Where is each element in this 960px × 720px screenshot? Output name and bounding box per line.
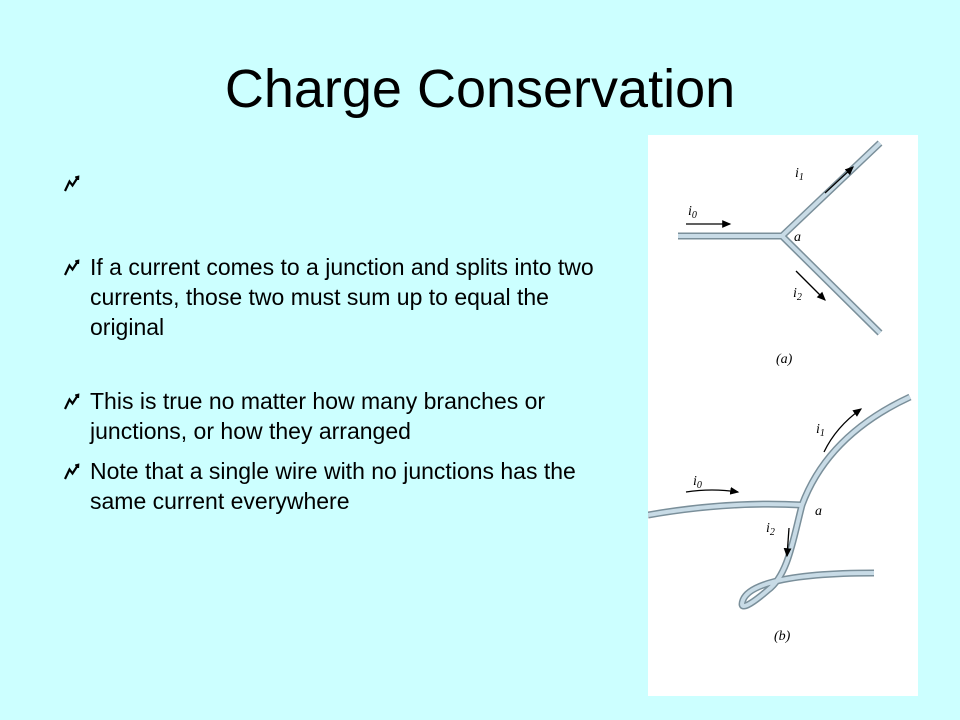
bullet-item-many-branches: This is true no matter how many branches… (62, 386, 622, 446)
panel-a-wires (678, 140, 883, 336)
current-arrow-down (795, 270, 826, 301)
current-arrow-up-b (823, 408, 863, 453)
label-i2: i2 (793, 286, 802, 303)
panel-b: i0 i1 i2 a (b) (648, 393, 912, 644)
panel-b-caption: (b) (774, 629, 791, 644)
label-i0-b: i0 (693, 474, 702, 491)
label-i0: i0 (688, 204, 697, 221)
junction-label-a-b: a (815, 504, 822, 519)
lightning-bullet-icon (64, 463, 80, 480)
label-i1: i1 (795, 166, 804, 183)
current-arrow-down-b (783, 527, 792, 558)
bullet-list: If a current comes to a junction and spl… (62, 168, 622, 516)
panel-a: i0 i1 i2 a (a) (678, 140, 883, 367)
slide-title: Charge Conservation (224, 59, 736, 119)
current-arrow-in-b (685, 486, 740, 495)
label-i1-b: i1 (816, 422, 825, 439)
bullet-text: Note that a single wire with no junction… (90, 458, 576, 514)
bullet-item-single-wire: Note that a single wire with no junction… (62, 456, 622, 516)
junction-diagram: i0 i1 i2 a (a) i0 i1 i2 a (b) (648, 140, 912, 644)
bullet-text: This is true no matter how many branches… (90, 388, 546, 444)
current-arrow-up (824, 166, 854, 194)
lightning-bullet-icon (64, 259, 80, 276)
junction-figure: i0 i1 i2 a (a) i0 i1 i2 a (b) (648, 135, 918, 696)
bullet-item-empty (62, 168, 622, 198)
bullet-text: If a current comes to a junction and spl… (90, 254, 594, 340)
panel-b-wires (648, 393, 912, 610)
lightning-bullet-icon (64, 393, 80, 410)
label-i2-b: i2 (766, 521, 775, 538)
panel-a-caption: (a) (776, 352, 793, 367)
lightning-bullet-icon (64, 175, 80, 192)
junction-label-a: a (794, 230, 801, 245)
bullet-item-junction-split: If a current comes to a junction and spl… (62, 252, 622, 342)
